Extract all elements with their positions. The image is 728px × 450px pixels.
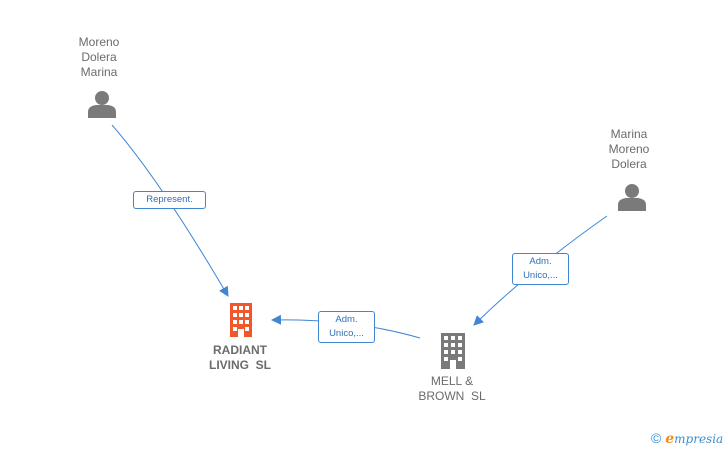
company-name-line: LIVING SL: [208, 358, 271, 372]
person-icon[interactable]: [87, 90, 117, 118]
edge-label-line: Adm.: [529, 256, 552, 267]
company-mell-brown-label[interactable]: MELL & BROWN SL: [406, 374, 498, 404]
brand-logo-text: mpresia: [674, 432, 724, 446]
edge-label-line: Unico,...: [523, 270, 558, 281]
edge-label-represent[interactable]: Represent.: [133, 191, 206, 209]
edge-label-adm-unico[interactable]: Adm. Unico,...: [318, 311, 375, 343]
building-icon[interactable]: [228, 303, 254, 337]
edge-label-line: Adm.: [335, 314, 358, 325]
company-name-line: MELL &: [430, 374, 474, 388]
person-name-line: Moreno: [78, 35, 120, 49]
person-icon[interactable]: [617, 183, 647, 211]
brand-logo-e: e: [665, 431, 675, 447]
building-icon[interactable]: [439, 333, 467, 369]
edge-person1-radiant: [111, 124, 229, 297]
person-name-line: Marina: [80, 65, 118, 79]
company-radiant-living-label[interactable]: RADIANT LIVING SL: [195, 343, 285, 373]
company-name-line: RADIANT: [213, 343, 267, 357]
person-name-line: Dolera: [611, 157, 647, 171]
person-name-line: Marina: [610, 127, 648, 141]
person-name-line: Moreno: [608, 142, 650, 156]
edge-label-line: Represent.: [146, 194, 193, 205]
edge-label-adm-unico[interactable]: Adm. Unico,...: [512, 253, 569, 285]
person-moreno-dolera-marina-label[interactable]: Moreno Dolera Marina: [60, 35, 138, 80]
empresia-watermark: © empresia: [651, 430, 723, 447]
company-name-line: BROWN SL: [418, 389, 486, 403]
person-name-line: Dolera: [81, 50, 117, 64]
person-marina-moreno-dolera-label[interactable]: Marina Moreno Dolera: [590, 127, 668, 172]
edge-label-line: Unico,...: [329, 328, 364, 339]
copyright-symbol: ©: [651, 430, 662, 446]
